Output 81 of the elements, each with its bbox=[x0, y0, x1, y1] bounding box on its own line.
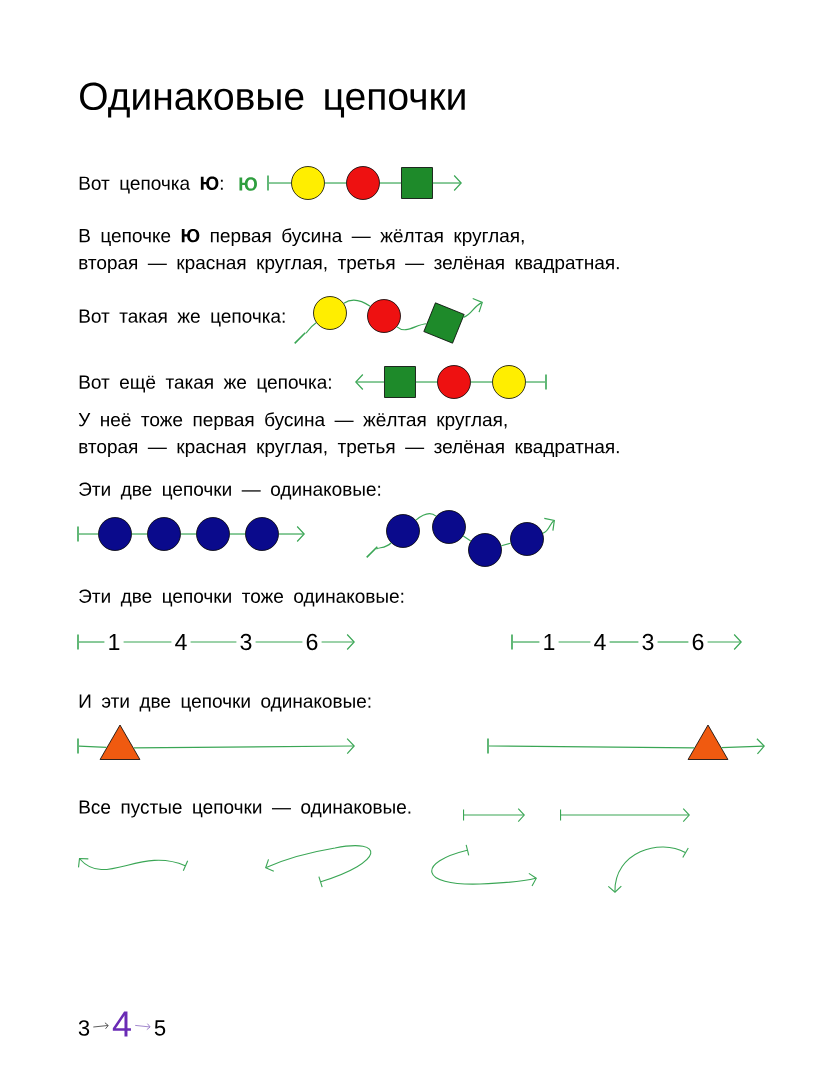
round-bead bbox=[386, 514, 420, 548]
title: Одинаковые цепочки bbox=[80, 82, 465, 118]
chain-line bbox=[305, 322, 317, 334]
page-number: 5 bbox=[154, 1020, 166, 1036]
instruction-text: Вот цепочка Ю: bbox=[79, 176, 223, 194]
round-bead bbox=[346, 166, 380, 200]
square-bead bbox=[384, 366, 416, 398]
chain-line bbox=[78, 533, 99, 535]
chain-line bbox=[190, 641, 237, 643]
chain-line bbox=[343, 299, 371, 307]
chain-line bbox=[180, 533, 197, 535]
chain-line bbox=[123, 641, 172, 643]
triangle-bead bbox=[99, 724, 141, 760]
square-bead bbox=[401, 167, 433, 199]
instruction-text: Все пустые цепочки — одинаковые. bbox=[79, 800, 411, 818]
chain-line bbox=[324, 182, 347, 184]
round-bead bbox=[437, 365, 471, 399]
page-number: 3 bbox=[78, 1020, 90, 1036]
chain-start-bar bbox=[366, 546, 378, 558]
number: 3 bbox=[642, 633, 654, 651]
chain-line bbox=[255, 641, 303, 643]
instruction-text: Эти две цепочки тоже одинаковые: bbox=[79, 589, 404, 607]
chain-line bbox=[78, 641, 105, 643]
number: 3 bbox=[240, 633, 252, 651]
chain-line bbox=[278, 525, 305, 543]
chain-line bbox=[512, 641, 540, 643]
number: 4 bbox=[175, 634, 187, 650]
chain-line bbox=[500, 542, 512, 547]
round-bead bbox=[313, 296, 347, 330]
instruction-text: У неё тоже первая бусина — жёлтая круглая, вторая — красная круглая, третья — зелёная квадратная. bbox=[78, 412, 619, 458]
instruction-text: И эти две цепочки одинаковые: bbox=[79, 694, 371, 712]
chain-line bbox=[396, 323, 428, 331]
chain-line bbox=[415, 381, 438, 383]
chain-line bbox=[355, 373, 385, 391]
chain-line bbox=[558, 641, 591, 643]
round-bead bbox=[98, 517, 132, 551]
instruction-text: Вот такая же цепочка: bbox=[79, 309, 285, 327]
chain-line bbox=[609, 641, 639, 643]
round-bead bbox=[147, 517, 181, 551]
chain-line bbox=[542, 517, 555, 534]
chain-line bbox=[525, 381, 546, 383]
chain-line bbox=[133, 737, 355, 755]
chain-line bbox=[92, 1022, 109, 1030]
instruction-text: Эти две цепочки — одинаковые: bbox=[79, 482, 381, 500]
round-bead bbox=[492, 365, 526, 399]
number: 4 bbox=[594, 634, 606, 650]
round-bead bbox=[367, 299, 401, 333]
chain-start-bar bbox=[294, 332, 306, 344]
chain-line bbox=[657, 641, 689, 643]
number: 6 bbox=[692, 633, 704, 651]
round-bead bbox=[245, 517, 279, 551]
square-bead bbox=[423, 302, 465, 344]
round-bead bbox=[432, 510, 466, 544]
chain-line bbox=[720, 738, 765, 755]
chain-line bbox=[379, 182, 402, 184]
round-bead bbox=[510, 522, 544, 556]
number: 1 bbox=[109, 634, 120, 650]
round-bead bbox=[291, 166, 325, 200]
triangle-bead bbox=[687, 724, 729, 760]
page-number: 4 bbox=[112, 1011, 131, 1037]
chain-line bbox=[470, 381, 493, 383]
instruction-text: В цепочке Ю первая бусина — жёлтая круглая, вторая — красная круглая, третья — зелёная квадратная. bbox=[79, 228, 619, 274]
chain-line bbox=[375, 542, 392, 550]
chain-line bbox=[268, 182, 292, 184]
chain-name: Ю bbox=[239, 177, 257, 191]
round-bead bbox=[196, 517, 230, 551]
chain-line bbox=[462, 535, 472, 542]
chain-line bbox=[707, 633, 742, 651]
chain-line bbox=[78, 745, 108, 748]
chain-line bbox=[131, 533, 148, 535]
chain-line bbox=[134, 1023, 151, 1031]
round-bead bbox=[468, 533, 502, 567]
chain-line bbox=[432, 174, 462, 192]
number: 6 bbox=[306, 633, 318, 651]
instruction-text: Вот ещё такая же цепочка: bbox=[79, 375, 331, 393]
chain-line bbox=[321, 633, 355, 651]
chain-line bbox=[415, 513, 437, 521]
number: 1 bbox=[544, 634, 555, 650]
chain-line bbox=[229, 533, 246, 535]
chain-line bbox=[462, 297, 483, 318]
chain-line bbox=[488, 745, 695, 749]
